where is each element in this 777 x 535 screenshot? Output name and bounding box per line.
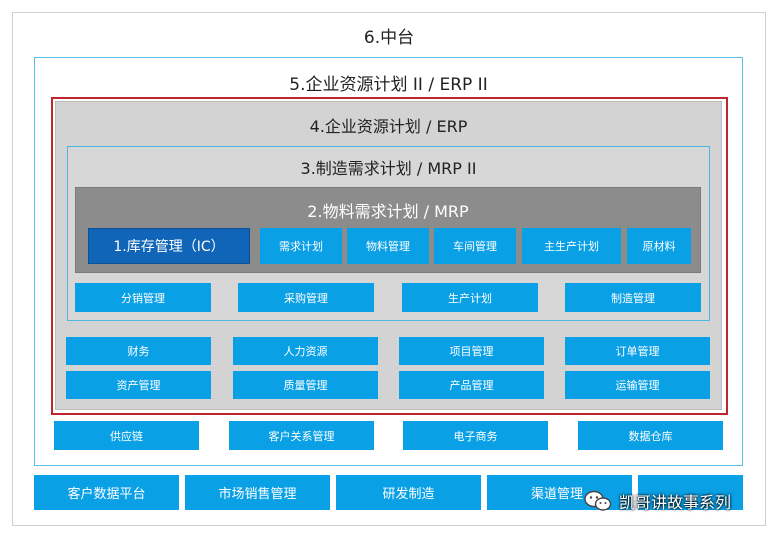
erp-module[interactable]: 项目管理 — [399, 337, 544, 365]
mrp-module[interactable]: 原材料 — [627, 228, 691, 264]
platform-module[interactable] — [638, 475, 743, 510]
layer-6-title: 6.中台 — [363, 28, 415, 48]
erp-module[interactable]: 质量管理 — [233, 371, 378, 399]
watermark-text: 凯哥讲故事系列 — [619, 493, 732, 512]
erp-module[interactable]: 人力资源 — [233, 337, 378, 365]
erp-module[interactable]: 资产管理 — [66, 371, 211, 399]
platform-module[interactable]: 研发制造 — [336, 475, 481, 510]
erp2-module[interactable]: 客户关系管理 — [229, 421, 374, 450]
layer-5-title: 5.企业资源计划 II / ERP II — [289, 75, 488, 95]
platform-module[interactable]: 市场销售管理 — [185, 475, 330, 510]
layer-1-inventory-control[interactable]: 1.库存管理（IC） — [88, 228, 250, 264]
erp2-module[interactable]: 数据仓库 — [578, 421, 723, 450]
erp-module[interactable]: 订单管理 — [565, 337, 710, 365]
erp2-module[interactable]: 电子商务 — [403, 421, 548, 450]
mrp2-module[interactable]: 生产计划 — [402, 283, 538, 312]
layer-4-title: 4.企业资源计划 / ERP — [309, 117, 468, 136]
watermark: 凯哥讲故事系列 — [583, 485, 768, 517]
layer-3-title: 3.制造需求计划 / MRP II — [300, 159, 477, 178]
wechat-icon — [583, 489, 613, 513]
erp-module[interactable]: 运输管理 — [565, 371, 710, 399]
mrp-module[interactable]: 车间管理 — [434, 228, 516, 264]
mrp2-module[interactable]: 采购管理 — [238, 283, 374, 312]
mrp-module[interactable]: 主生产计划 — [522, 228, 621, 264]
mrp-module[interactable]: 物料管理 — [347, 228, 429, 264]
platform-module[interactable]: 客户数据平台 — [34, 475, 179, 510]
layer-2-title: 2.物料需求计划 / MRP — [307, 202, 469, 221]
mrp2-module[interactable]: 分销管理 — [75, 283, 211, 312]
erp2-module[interactable]: 供应链 — [54, 421, 199, 450]
erp-module[interactable]: 财务 — [66, 337, 211, 365]
erp-module[interactable]: 产品管理 — [399, 371, 544, 399]
mrp-module[interactable]: 需求计划 — [260, 228, 342, 264]
mrp2-module[interactable]: 制造管理 — [565, 283, 701, 312]
